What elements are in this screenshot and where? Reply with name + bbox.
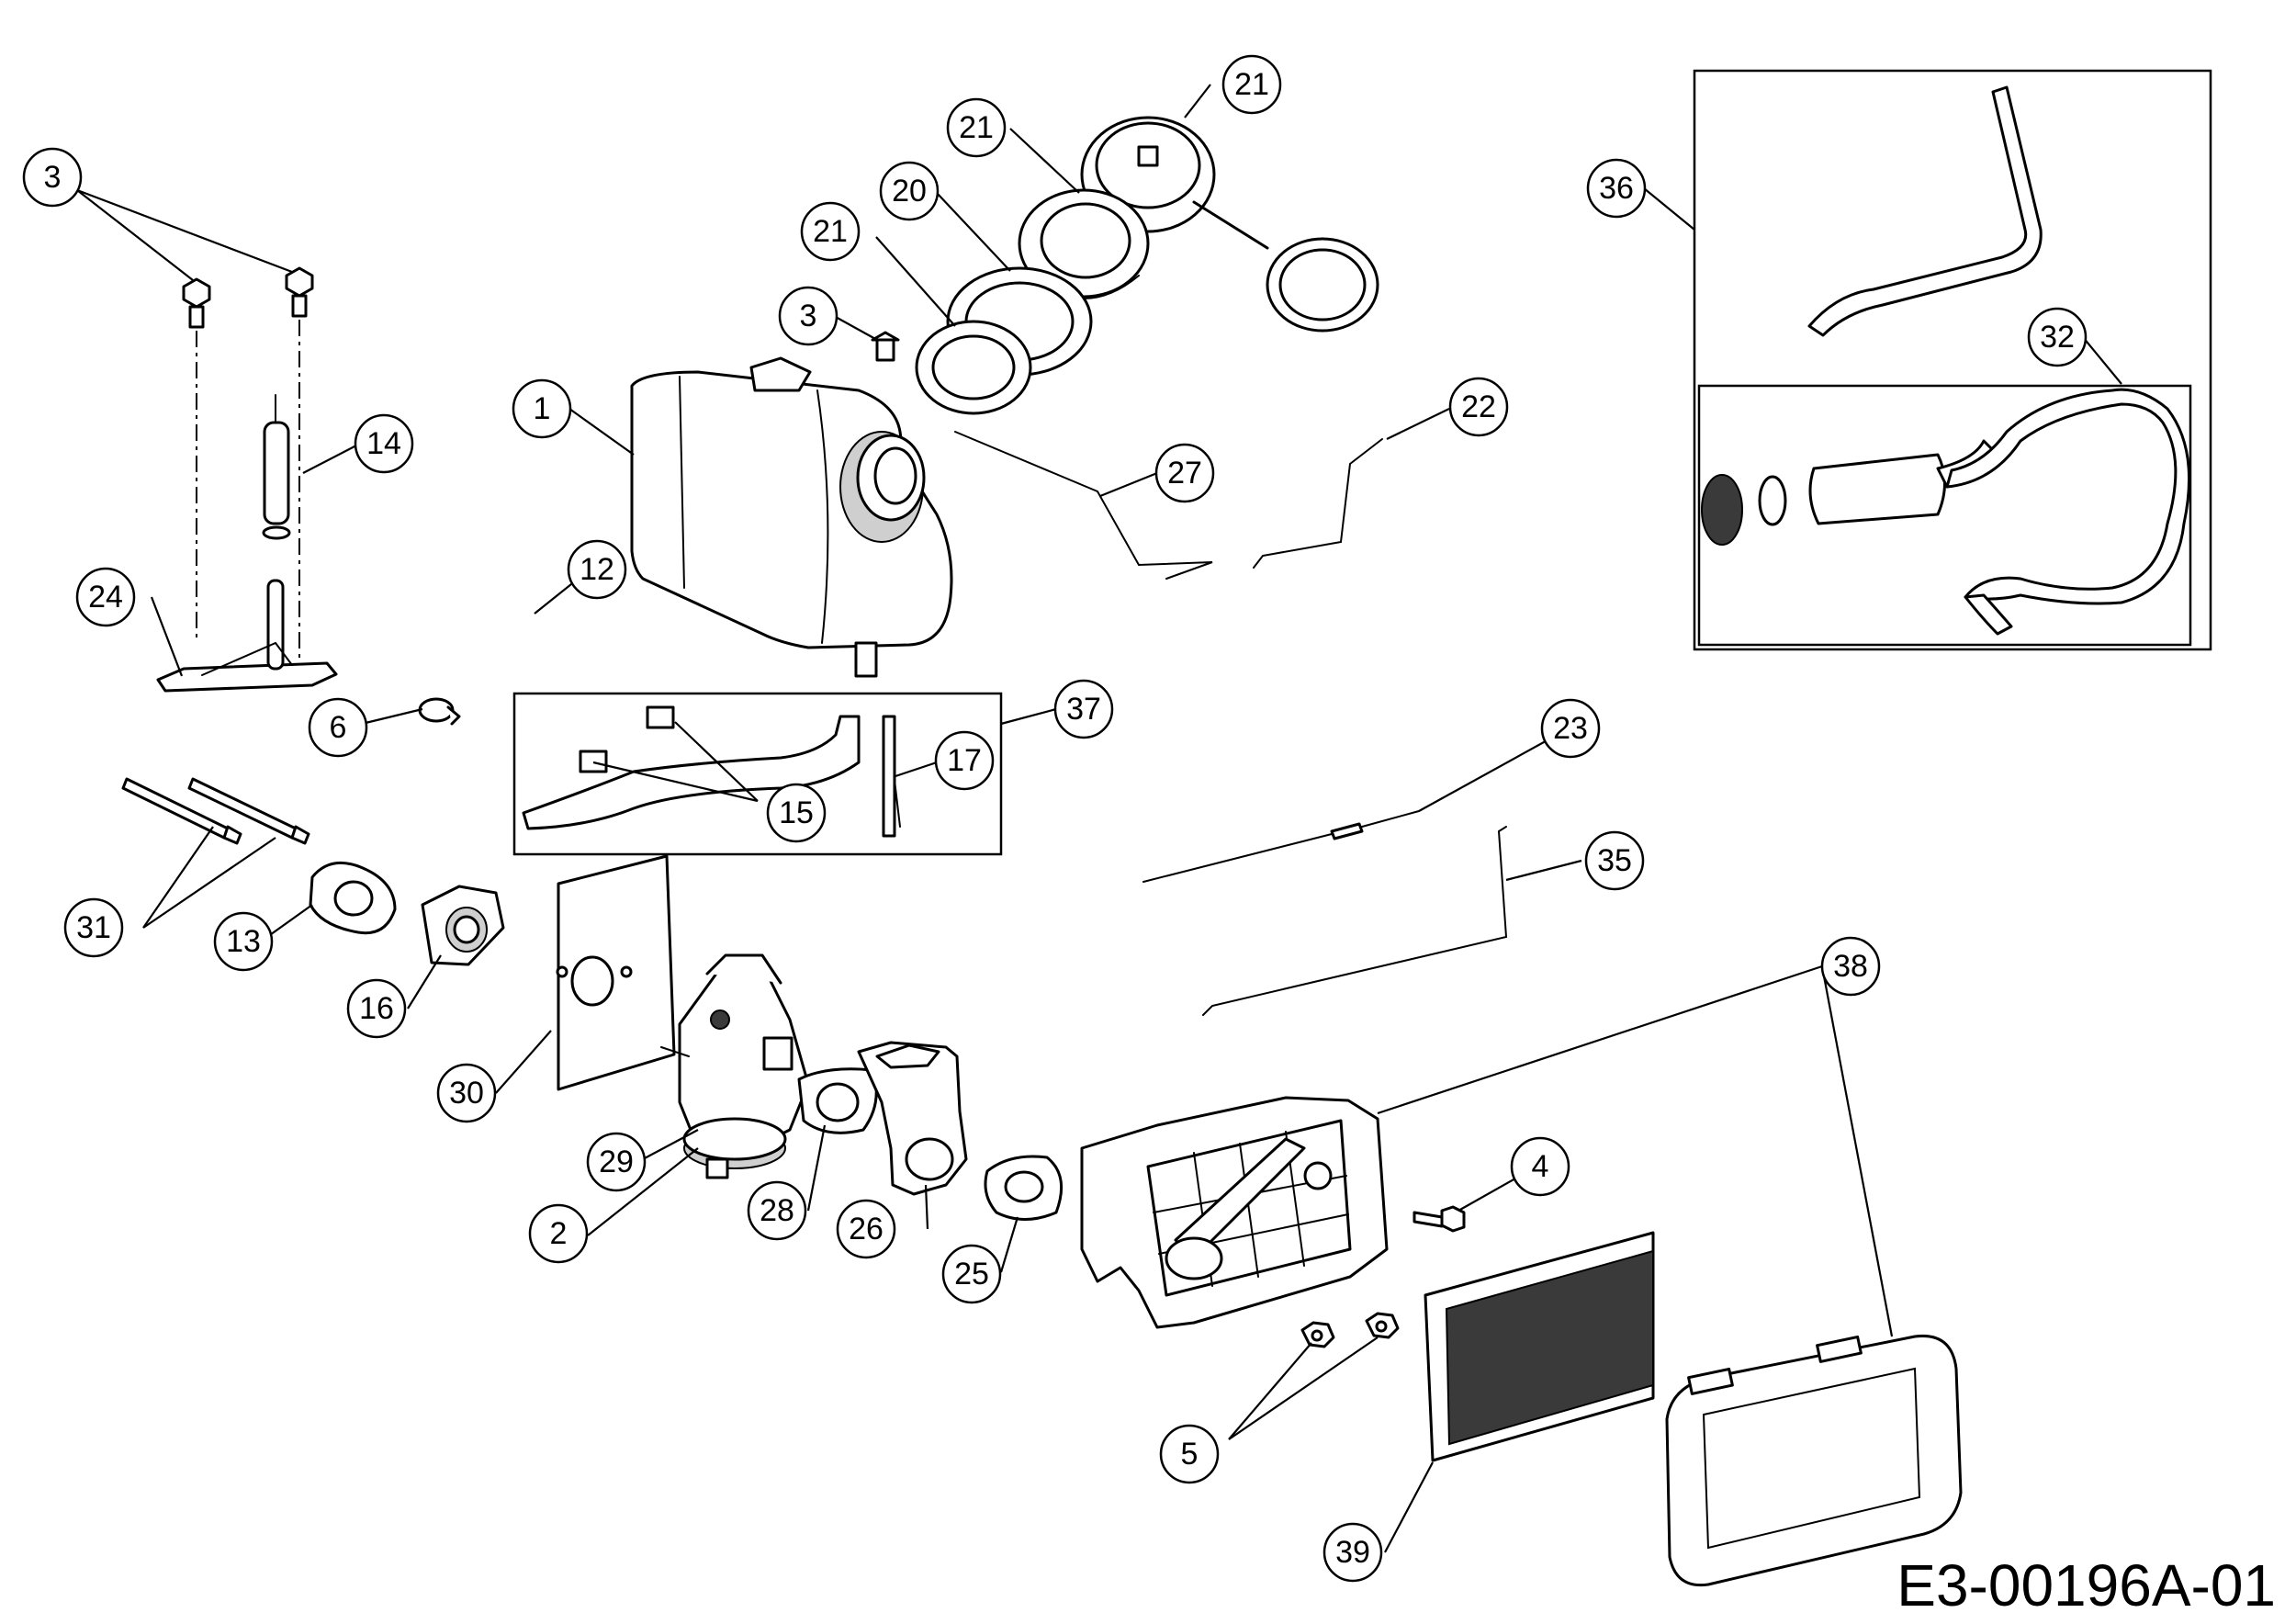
fuel-line-kit-37 bbox=[512, 692, 1003, 856]
svg-text:26: 26 bbox=[849, 1212, 884, 1246]
filter-element-39 bbox=[1424, 1231, 1655, 1462]
callout-35: 35 bbox=[1584, 830, 1645, 891]
callout-31: 31 bbox=[63, 897, 124, 958]
svg-text:37: 37 bbox=[1066, 692, 1101, 727]
callout-21-cap: 21 bbox=[1221, 54, 1282, 115]
svg-text:25: 25 bbox=[954, 1257, 989, 1291]
callout-1: 1 bbox=[512, 378, 572, 439]
bolt-3-left bbox=[182, 277, 211, 329]
svg-text:30: 30 bbox=[449, 1076, 484, 1111]
callout-28: 28 bbox=[747, 1180, 807, 1241]
callout-26: 26 bbox=[836, 1199, 896, 1259]
callout-29: 29 bbox=[586, 1132, 647, 1192]
svg-text:21: 21 bbox=[813, 214, 848, 249]
svg-text:6: 6 bbox=[330, 710, 347, 745]
spacer-tube-14 bbox=[262, 394, 291, 540]
screw-4 bbox=[1412, 1205, 1466, 1233]
svg-text:27: 27 bbox=[1167, 456, 1202, 491]
svg-text:21: 21 bbox=[1234, 67, 1269, 102]
callout-32: 32 bbox=[2027, 307, 2088, 367]
gasket-25 bbox=[984, 1155, 1064, 1221]
fuel-tank-1 bbox=[630, 356, 953, 678]
callout-25: 25 bbox=[941, 1244, 1002, 1304]
fuel-line-assembly-36 bbox=[1693, 69, 2212, 651]
callout-16: 16 bbox=[346, 978, 407, 1039]
svg-text:38: 38 bbox=[1833, 949, 1868, 984]
callout-30: 30 bbox=[436, 1063, 497, 1123]
callout-4: 4 bbox=[1510, 1136, 1570, 1197]
svg-text:24: 24 bbox=[88, 580, 123, 615]
gasket-28 bbox=[797, 1067, 878, 1134]
governor-spring-23 bbox=[1142, 810, 1420, 883]
callout-17: 17 bbox=[934, 730, 995, 791]
link-rod-35 bbox=[1202, 826, 1508, 1016]
callout-14: 14 bbox=[354, 413, 414, 474]
svg-text:3: 3 bbox=[800, 299, 817, 333]
air-filter-base-38 bbox=[1080, 1096, 1389, 1329]
svg-text:4: 4 bbox=[1532, 1149, 1549, 1184]
callout-6: 6 bbox=[308, 697, 368, 758]
callout-2: 2 bbox=[528, 1203, 589, 1264]
leader-lines bbox=[76, 84, 2122, 1553]
svg-text:28: 28 bbox=[760, 1193, 794, 1228]
svg-text:2: 2 bbox=[550, 1216, 568, 1251]
choke-rod-27 bbox=[954, 431, 1213, 580]
callout-22: 22 bbox=[1448, 377, 1509, 437]
svg-text:36: 36 bbox=[1599, 171, 1634, 206]
heat-shield-30 bbox=[556, 854, 676, 1091]
svg-text:13: 13 bbox=[226, 924, 261, 959]
callout-5: 5 bbox=[1159, 1424, 1220, 1484]
adapter-26 bbox=[857, 1041, 968, 1196]
svg-text:39: 39 bbox=[1335, 1535, 1370, 1570]
nuts-5 bbox=[1300, 1312, 1400, 1348]
callout-15: 15 bbox=[766, 783, 827, 843]
callout-37: 37 bbox=[1053, 679, 1114, 739]
svg-text:16: 16 bbox=[359, 991, 394, 1026]
callout-23: 23 bbox=[1540, 698, 1601, 759]
svg-text:20: 20 bbox=[892, 174, 927, 209]
svg-text:22: 22 bbox=[1461, 389, 1496, 424]
callout-39: 39 bbox=[1322, 1522, 1383, 1583]
clamp-6 bbox=[418, 697, 461, 726]
callout-24: 24 bbox=[75, 567, 136, 627]
callout-36: 36 bbox=[1586, 158, 1647, 219]
svg-text:21: 21 bbox=[959, 110, 994, 145]
gasket-13 bbox=[309, 861, 397, 935]
filter-cover-38 bbox=[1665, 1334, 1963, 1587]
svg-text:31: 31 bbox=[76, 910, 111, 945]
bolt-3-tank bbox=[871, 331, 900, 362]
bolt-3-right bbox=[285, 266, 314, 318]
svg-text:12: 12 bbox=[580, 552, 614, 587]
callout-20: 20 bbox=[879, 161, 940, 221]
spacer-16 bbox=[421, 885, 505, 966]
callout-21-neck: 21 bbox=[946, 97, 1007, 158]
callout-38: 38 bbox=[1820, 936, 1881, 997]
svg-text:23: 23 bbox=[1553, 711, 1588, 746]
fuel-cap-21 bbox=[1080, 116, 1379, 333]
callout-13: 13 bbox=[213, 911, 274, 972]
bracket-24 bbox=[156, 579, 338, 693]
gasket-ring-21 bbox=[915, 320, 1032, 415]
svg-text:3: 3 bbox=[44, 160, 62, 195]
diagram-code: E3-00196A-01 bbox=[1896, 1552, 2276, 1618]
svg-text:15: 15 bbox=[779, 795, 814, 830]
callout-27: 27 bbox=[1154, 443, 1215, 503]
carburetor-29 bbox=[660, 953, 810, 1179]
callout-3: 3 bbox=[22, 147, 83, 208]
svg-text:14: 14 bbox=[366, 426, 401, 461]
svg-text:5: 5 bbox=[1181, 1437, 1199, 1472]
callout-21-gasket: 21 bbox=[800, 201, 861, 262]
svg-text:17: 17 bbox=[947, 743, 982, 778]
studs-31 bbox=[121, 777, 310, 845]
svg-text:32: 32 bbox=[2040, 320, 2075, 355]
svg-text:35: 35 bbox=[1597, 843, 1632, 878]
throttle-rod-22 bbox=[1253, 438, 1383, 569]
svg-text:1: 1 bbox=[534, 391, 551, 426]
callout-12: 12 bbox=[567, 539, 627, 600]
callout-3-tank: 3 bbox=[778, 286, 838, 346]
svg-text:29: 29 bbox=[599, 1145, 634, 1179]
